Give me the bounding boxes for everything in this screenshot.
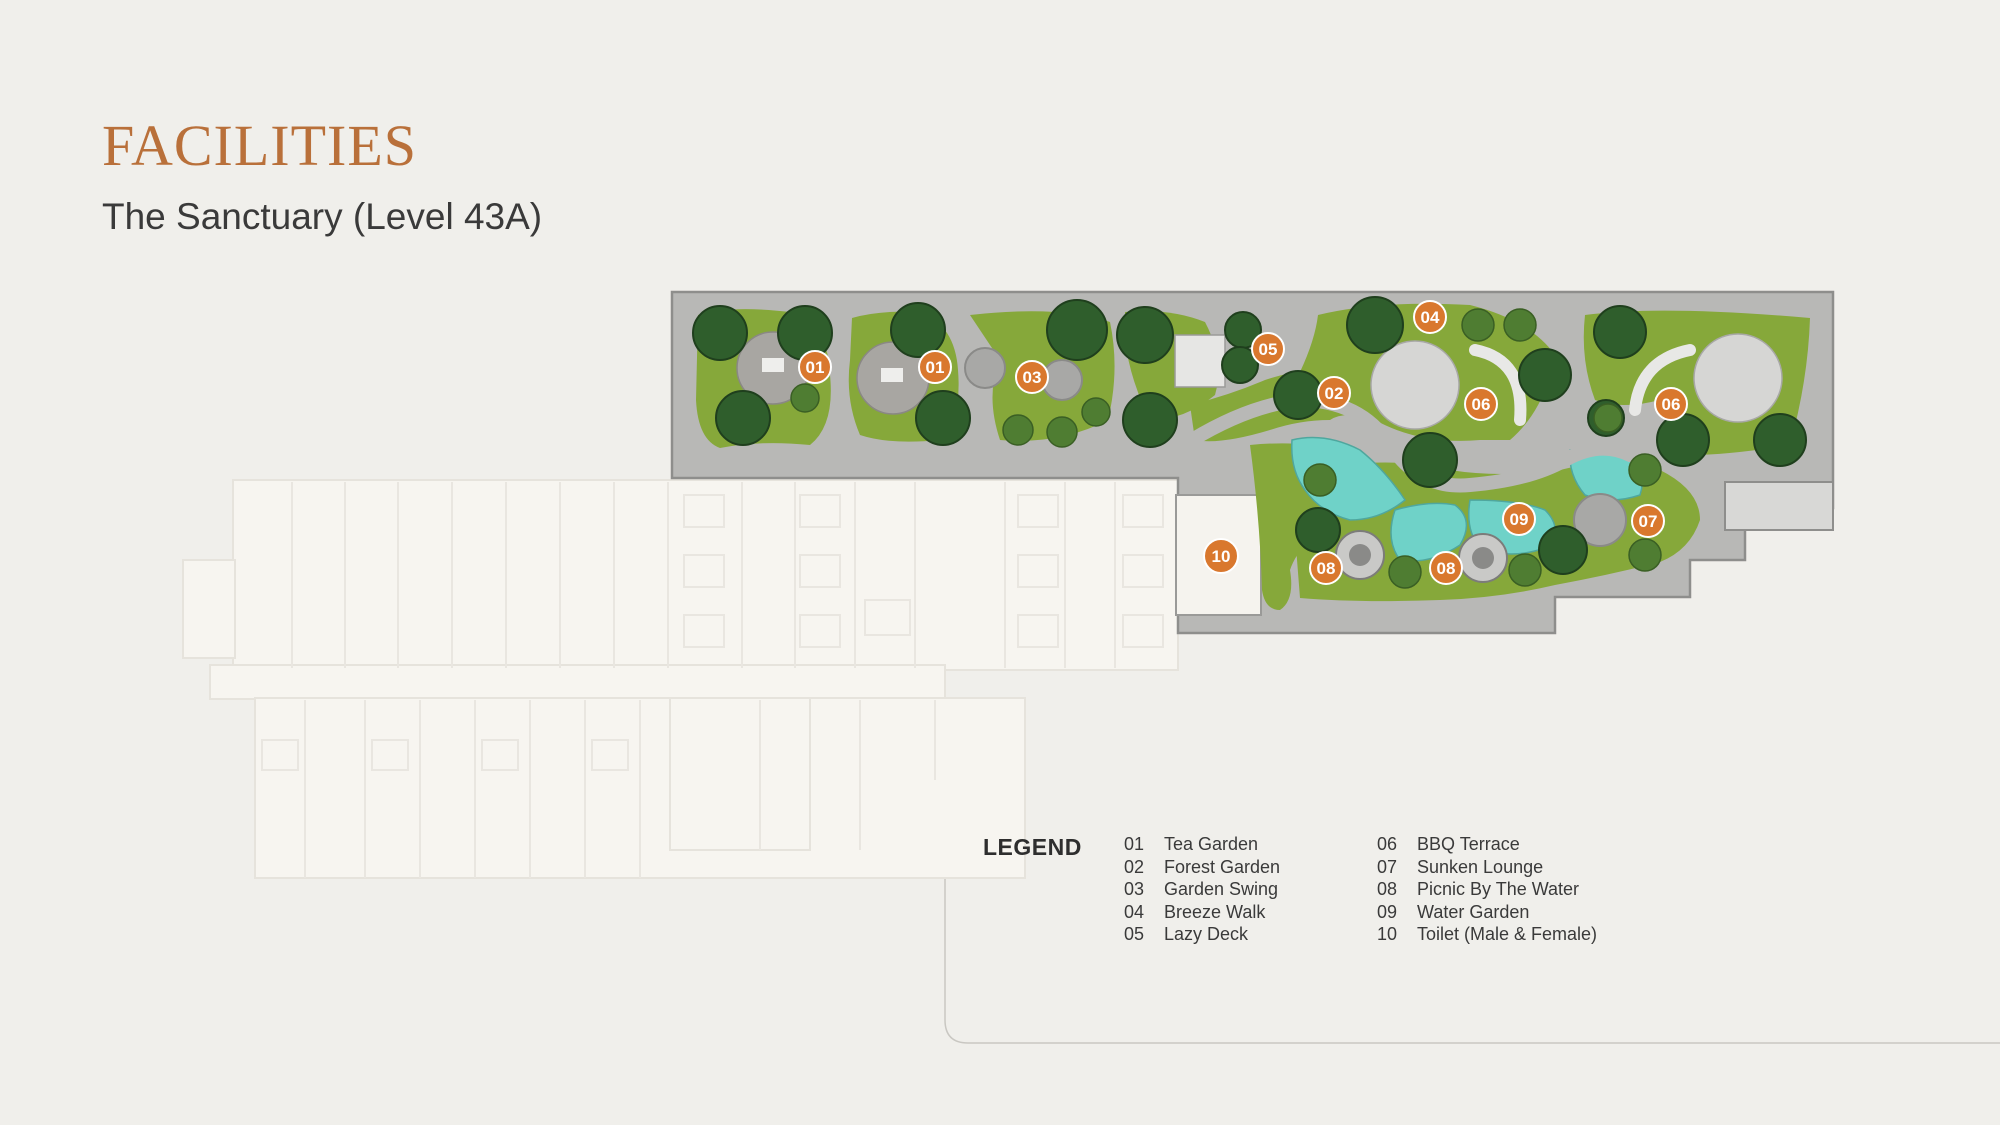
legend-label: Sunken Lounge — [1417, 856, 1544, 877]
marker-picnic-b[interactable]: 08 — [1429, 551, 1463, 585]
legend-number: 01 — [1124, 834, 1145, 854]
svg-text:02: 02 — [1325, 384, 1344, 403]
legend-item: 06 BBQ Terrace — [1377, 834, 1597, 857]
svg-text:03: 03 — [1023, 368, 1042, 387]
svg-text:01: 01 — [806, 358, 825, 377]
legend-item: 04 Breeze Walk — [1124, 902, 1280, 925]
page-subtitle: The Sanctuary (Level 43A) — [102, 196, 543, 237]
legend-item: 10 Toilet (Male & Female) — [1377, 924, 1597, 947]
legend-item: 07 Sunken Lounge — [1377, 857, 1597, 880]
legend-label: Picnic By The Water — [1417, 879, 1580, 900]
legend-item: 01 Tea Garden — [1124, 834, 1280, 857]
bbq-terrace-counters — [1469, 344, 1696, 426]
facility-markers: 01 01 03 04 05 02 06 06 09 07 08 08 10 — [798, 300, 1688, 585]
legend-item: 09 Water Garden — [1377, 902, 1597, 925]
svg-text:05: 05 — [1259, 340, 1278, 359]
marker-lazy-deck[interactable]: 05 — [1251, 332, 1285, 366]
legend-number: 02 — [1124, 856, 1145, 877]
svg-text:07: 07 — [1639, 512, 1658, 531]
marker-tea-garden-b[interactable]: 01 — [918, 350, 952, 384]
floor-plan-partitions — [261, 482, 1164, 878]
legend-item: 08 Picnic By The Water — [1377, 879, 1597, 902]
svg-text:04: 04 — [1421, 308, 1440, 327]
legend-label: Garden Swing — [1164, 879, 1279, 900]
svg-text:10: 10 — [1212, 547, 1231, 566]
marker-tea-garden-a[interactable]: 01 — [798, 350, 832, 384]
marker-breeze-walk[interactable]: 04 — [1413, 300, 1447, 334]
legend-column-left: 01 Tea Garden 02 Forest Garden 03 Garden Sw… — [1124, 834, 1280, 947]
svg-text:01: 01 — [926, 358, 945, 377]
legend-frame — [944, 800, 2000, 1044]
page-title: FACILITIES — [102, 113, 418, 178]
marker-bbq-terrace-b[interactable]: 06 — [1654, 387, 1688, 421]
legend-column-right: 06 BBQ Terrace 07 Sunken Lounge 08 Picnic B… — [1377, 834, 1597, 947]
svg-text:09: 09 — [1510, 510, 1529, 529]
legend-label: Tea Garden — [1164, 834, 1259, 854]
round-structures — [964, 333, 1783, 583]
shrubs — [790, 308, 1662, 589]
legend-label: Lazy Deck — [1164, 924, 1249, 945]
legend-number: 05 — [1124, 924, 1145, 945]
legend-title: LEGEND — [983, 834, 1082, 860]
legend-number: 09 — [1377, 901, 1398, 922]
marker-toilet[interactable]: 10 — [1203, 538, 1239, 574]
floor-plan-building — [182, 479, 1179, 879]
legend-number: 10 — [1377, 924, 1398, 945]
legend-number: 04 — [1124, 901, 1145, 922]
legend-item: 05 Lazy Deck — [1124, 924, 1280, 947]
legend-label: Toilet (Male & Female) — [1417, 924, 1598, 945]
marker-bbq-terrace-a[interactable]: 06 — [1464, 387, 1498, 421]
marker-forest-garden[interactable]: 02 — [1317, 376, 1351, 410]
legend-label: Forest Garden — [1164, 856, 1281, 877]
svg-text:06: 06 — [1662, 395, 1681, 414]
marker-garden-swing[interactable]: 03 — [1015, 360, 1049, 394]
legend-number: 03 — [1124, 879, 1145, 900]
svg-text:06: 06 — [1472, 395, 1491, 414]
staircase — [1724, 481, 1834, 531]
legend-number: 08 — [1377, 879, 1398, 900]
svg-text:08: 08 — [1317, 559, 1336, 578]
legend-number: 07 — [1377, 856, 1398, 877]
legend-item: 02 Forest Garden — [1124, 857, 1280, 880]
trees — [692, 296, 1807, 575]
marker-picnic-a[interactable]: 08 — [1309, 551, 1343, 585]
marker-water-garden[interactable]: 09 — [1502, 502, 1536, 536]
marker-sunken-lounge[interactable]: 07 — [1631, 504, 1665, 538]
legend-label: Water Garden — [1417, 901, 1530, 922]
legend-label: Breeze Walk — [1164, 901, 1266, 922]
legend-number: 06 — [1377, 834, 1398, 854]
svg-text:08: 08 — [1437, 559, 1456, 578]
legend-item: 03 Garden Swing — [1124, 879, 1280, 902]
legend-label: BBQ Terrace — [1417, 834, 1520, 854]
